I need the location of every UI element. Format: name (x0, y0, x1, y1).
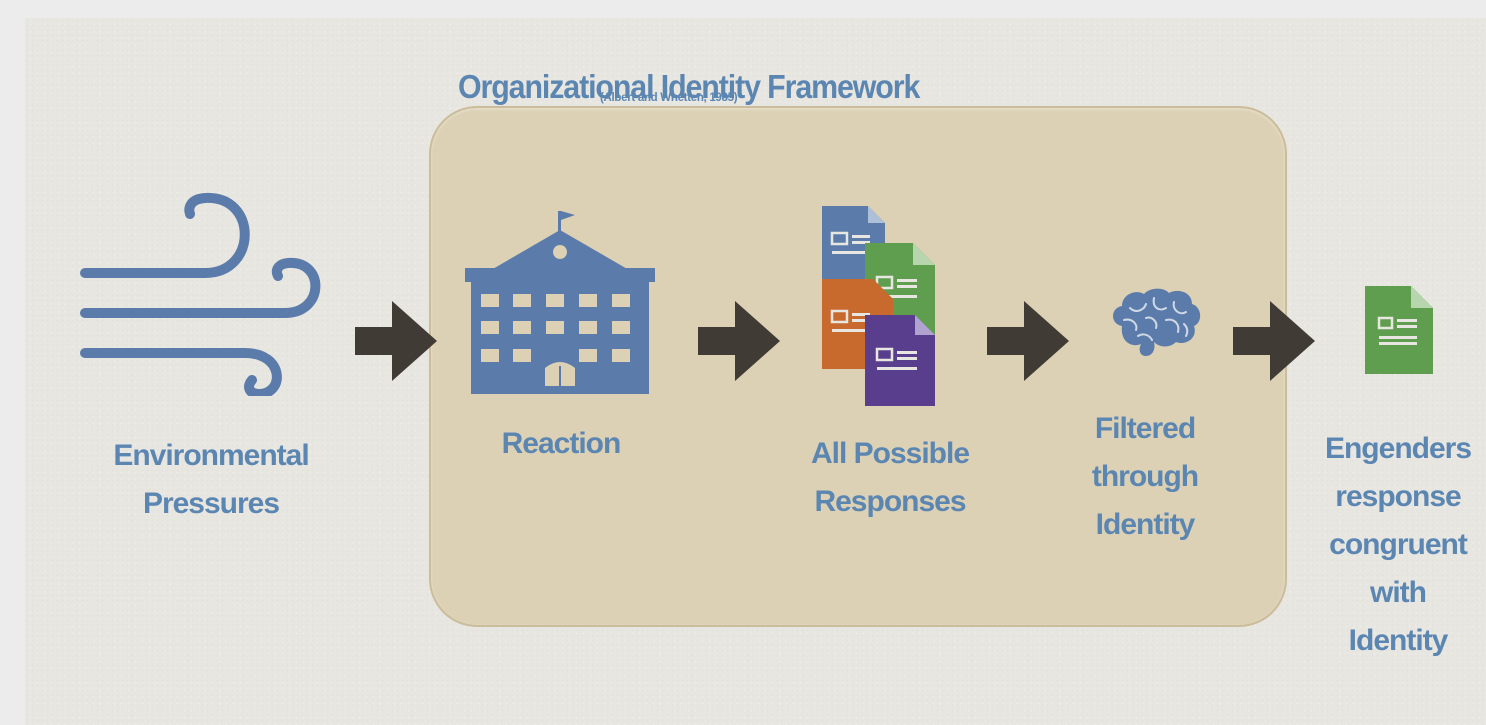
step-label-reaction: Reaction (461, 420, 661, 468)
diagram-citation: (Albert and Whetten, 1985) (600, 92, 738, 104)
diagram-title: Organizational Identity Framework (458, 68, 920, 105)
label-line: All Possible (810, 437, 970, 470)
label-line: with (1370, 576, 1427, 609)
label-line: Environmental (113, 439, 309, 472)
slide-canvas: Organizational Identity Framework (Alber… (25, 18, 1486, 725)
label-line: Pressures (142, 487, 280, 520)
step-label-engenders-response: Engenders response congruent with Identi… (1308, 425, 1486, 665)
brain-icon (1113, 288, 1201, 356)
label-line: response (1335, 480, 1461, 513)
arrow-icon (355, 301, 437, 381)
label-line: through (1091, 460, 1199, 493)
arrow-icon (1233, 301, 1315, 381)
label-line: Identity (1095, 508, 1196, 541)
arrow-icon (698, 301, 780, 381)
label-line: Reaction (501, 427, 622, 460)
diagram-title-group: Organizational Identity Framework (458, 68, 959, 106)
document-icon (1365, 286, 1433, 374)
label-line: Identity (1348, 624, 1449, 657)
label-line: Responses (814, 485, 966, 518)
arrow-icon (987, 301, 1069, 381)
label-line: Engenders (1324, 432, 1472, 465)
wind-icon (80, 192, 321, 396)
documents-stack-icon (822, 206, 935, 406)
label-line: Filtered (1094, 412, 1196, 445)
label-line: congruent (1329, 528, 1468, 561)
step-label-all-possible-responses: All Possible Responses (775, 430, 1005, 526)
step-label-environmental-pressures: Environmental Pressures (91, 432, 331, 528)
school-building-icon (465, 211, 655, 394)
step-label-filtered-through-identity: Filtered through Identity (1055, 405, 1235, 549)
